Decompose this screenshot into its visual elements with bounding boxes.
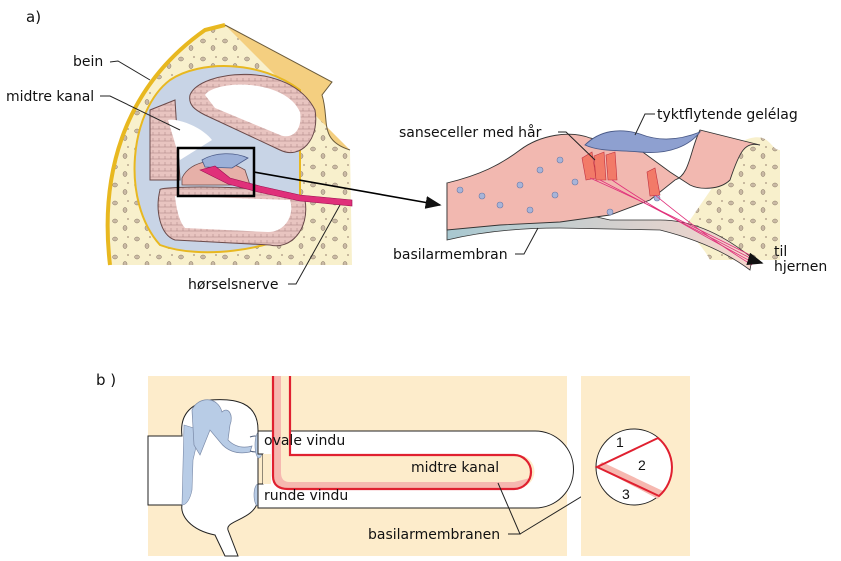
ossicles xyxy=(191,399,253,456)
nerve-fibers-enlarged xyxy=(589,177,753,266)
upper-duct-lumen xyxy=(205,84,301,137)
cell-nuclei xyxy=(456,156,661,216)
hair-cells xyxy=(581,151,661,197)
uncoiled-cochlea-panel xyxy=(147,376,574,557)
label-oval-window: ovale vindu xyxy=(264,433,345,449)
auditory-nerve-fibers xyxy=(199,165,353,207)
label-basilar-membrane-b: basilarmembranen xyxy=(368,527,500,543)
label-bone: bein xyxy=(73,54,103,70)
label-to-brain-1: til xyxy=(774,244,787,260)
gel-layer-enlarged xyxy=(584,130,702,153)
leader-auditory-nerve xyxy=(288,204,341,285)
gel-layer-small xyxy=(201,153,249,169)
bone-outline xyxy=(105,23,226,266)
leader-hair-cells xyxy=(558,131,596,161)
panel-a-label: a) xyxy=(26,8,41,26)
middle-canal-outline xyxy=(271,376,533,491)
to-brain-arrow xyxy=(746,252,764,265)
bone-tissue-enlarged xyxy=(687,137,780,260)
label-middle-canal: midtre kanal xyxy=(6,89,94,105)
panel-b-label: b ) xyxy=(96,371,116,389)
middle-canal-shape xyxy=(273,376,535,488)
middle-canal-cross xyxy=(594,436,673,498)
label-round-window: runde vindu xyxy=(264,488,348,504)
cross-section-inset: 1 2 3 xyxy=(581,376,690,556)
leader-middle-canal xyxy=(100,95,181,131)
leader-bone xyxy=(109,60,151,81)
label-hair-cells: sanseceller med hår xyxy=(399,124,542,141)
cochlea-cross-section xyxy=(105,23,353,266)
label-auditory-nerve: hørselsnerve xyxy=(188,277,278,293)
section-number-2: 2 xyxy=(638,457,646,473)
helicotrema-gap xyxy=(263,454,271,484)
organ-of-corti-enlarged xyxy=(446,129,780,271)
label-to-brain-2: hjernen xyxy=(774,259,827,275)
lower-duct-lumen xyxy=(175,196,292,232)
label-middle-canal-b: midtre kanal xyxy=(411,460,499,476)
section-number-1: 1 xyxy=(616,434,624,450)
label-basilar-membrane: basilarmembran xyxy=(393,247,508,263)
leader-gel-layer xyxy=(634,113,655,136)
zoom-arrow xyxy=(253,171,442,209)
leader-basilar-membrane xyxy=(515,227,539,255)
section-number-3: 3 xyxy=(622,486,630,502)
label-gel-layer: tyktflytende gelélag xyxy=(657,107,798,123)
